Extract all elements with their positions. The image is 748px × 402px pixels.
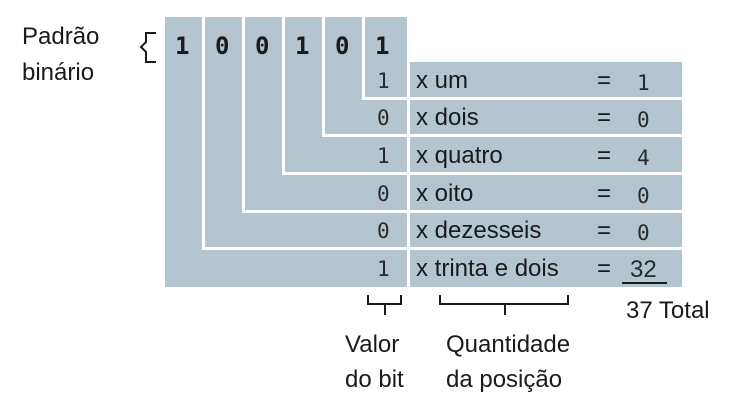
row-label: x trinta e dois xyxy=(416,255,559,282)
label-box-1 xyxy=(410,62,682,97)
position-amount-label-line2: da posição xyxy=(446,366,562,393)
row-bit-value: 0 xyxy=(377,219,390,243)
total-label: 37 Total xyxy=(626,297,710,324)
equals-sign: = xyxy=(597,180,611,207)
band-row-4 xyxy=(245,175,407,210)
bit-value-label-line2: do bit xyxy=(345,366,404,393)
row-bit-value: 0 xyxy=(377,106,390,130)
row-label: x dezesseis xyxy=(416,217,541,244)
bit-value-label-line1: Valor xyxy=(345,331,399,358)
row-result: 1 xyxy=(637,71,650,95)
row-result: 0 xyxy=(637,108,650,132)
row-result: 32 xyxy=(630,256,657,283)
bit-digit: 0 xyxy=(215,32,229,60)
label-box-3 xyxy=(410,137,682,172)
equals-sign: = xyxy=(597,104,611,131)
band-row-1 xyxy=(365,62,407,97)
bit-digit: 1 xyxy=(175,32,189,60)
position-amount-bracket xyxy=(439,295,569,315)
left-bracket xyxy=(139,32,156,63)
equals-sign: = xyxy=(597,217,611,244)
band-row-2 xyxy=(325,100,407,134)
equals-sign: = xyxy=(597,142,611,169)
label-box-4 xyxy=(410,175,682,210)
bit-value-bracket xyxy=(367,295,402,315)
bit-digit: 0 xyxy=(255,32,269,60)
equals-sign: = xyxy=(597,67,611,94)
band-row-6 xyxy=(165,250,407,287)
band-row-3 xyxy=(285,137,407,172)
equals-sign: = xyxy=(597,255,611,282)
row-label: x dois xyxy=(416,104,479,131)
row-bit-value: 1 xyxy=(377,69,390,93)
row-label: x quatro xyxy=(416,142,503,169)
bit-digit: 0 xyxy=(335,32,349,60)
row-bit-value: 0 xyxy=(377,182,390,206)
band-row-5 xyxy=(205,213,407,247)
label-box-6 xyxy=(410,250,682,287)
row-label: x um xyxy=(416,67,468,94)
row-result: 0 xyxy=(637,221,650,245)
binary-pattern-label-line2: binário xyxy=(22,59,94,86)
label-box-2 xyxy=(410,100,682,134)
row-bit-value: 1 xyxy=(377,257,390,281)
row-bit-value: 1 xyxy=(377,144,390,168)
row-result: 4 xyxy=(637,146,650,170)
bit-digit: 1 xyxy=(375,32,389,60)
block-16 xyxy=(205,17,242,247)
row-result: 0 xyxy=(637,184,650,208)
binary-pattern-label-line1: Padrão xyxy=(22,23,99,50)
label-box-5 xyxy=(410,213,682,247)
bit-digit: 1 xyxy=(295,32,309,60)
block-32 xyxy=(165,17,202,287)
position-amount-label-line1: Quantidade xyxy=(446,331,570,358)
row-label: x oito xyxy=(416,180,473,207)
